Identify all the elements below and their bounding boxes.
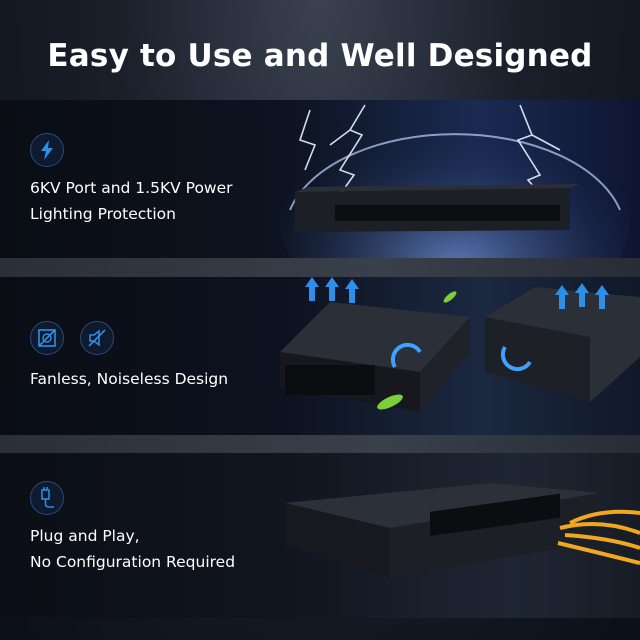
section-divider xyxy=(0,258,640,277)
feature-line: Lighting Protection xyxy=(30,205,176,223)
feature-panel-lightning: 6KV Port and 1.5KV Power Lighting Protec… xyxy=(0,100,640,258)
feature-panel-plug-play: Plug and Play, No Configuration Required xyxy=(0,453,640,618)
section-divider xyxy=(0,435,640,454)
feature-line: No Configuration Required xyxy=(30,553,236,571)
feature-line: Fanless, Noiseless Design xyxy=(30,370,229,388)
feature-line: 6KV Port and 1.5KV Power xyxy=(30,179,233,197)
feature-text-lightning: 6KV Port and 1.5KV Power Lighting Protec… xyxy=(30,175,233,227)
airflow-arrows xyxy=(305,277,609,309)
plug-play-switch-illustration xyxy=(285,483,640,578)
switch-ports xyxy=(335,205,560,221)
plug-icon xyxy=(30,481,64,515)
page-title: Easy to Use and Well Designed xyxy=(47,38,593,74)
lightning-icon xyxy=(30,133,64,167)
no-fan-icon xyxy=(30,321,64,355)
feature-text-plug-play: Plug and Play, No Configuration Required xyxy=(30,523,235,575)
lightning-switch-illustration xyxy=(280,104,630,258)
ethernet-cables xyxy=(557,509,640,565)
fanless-switch-illustration xyxy=(280,277,640,412)
feature-text-fanless: Fanless, Noiseless Design xyxy=(30,366,228,392)
feature-panel-fanless: Fanless, Noiseless Design xyxy=(0,277,640,435)
feature-line: Plug and Play, xyxy=(30,527,140,545)
mute-speaker-icon xyxy=(80,321,114,355)
